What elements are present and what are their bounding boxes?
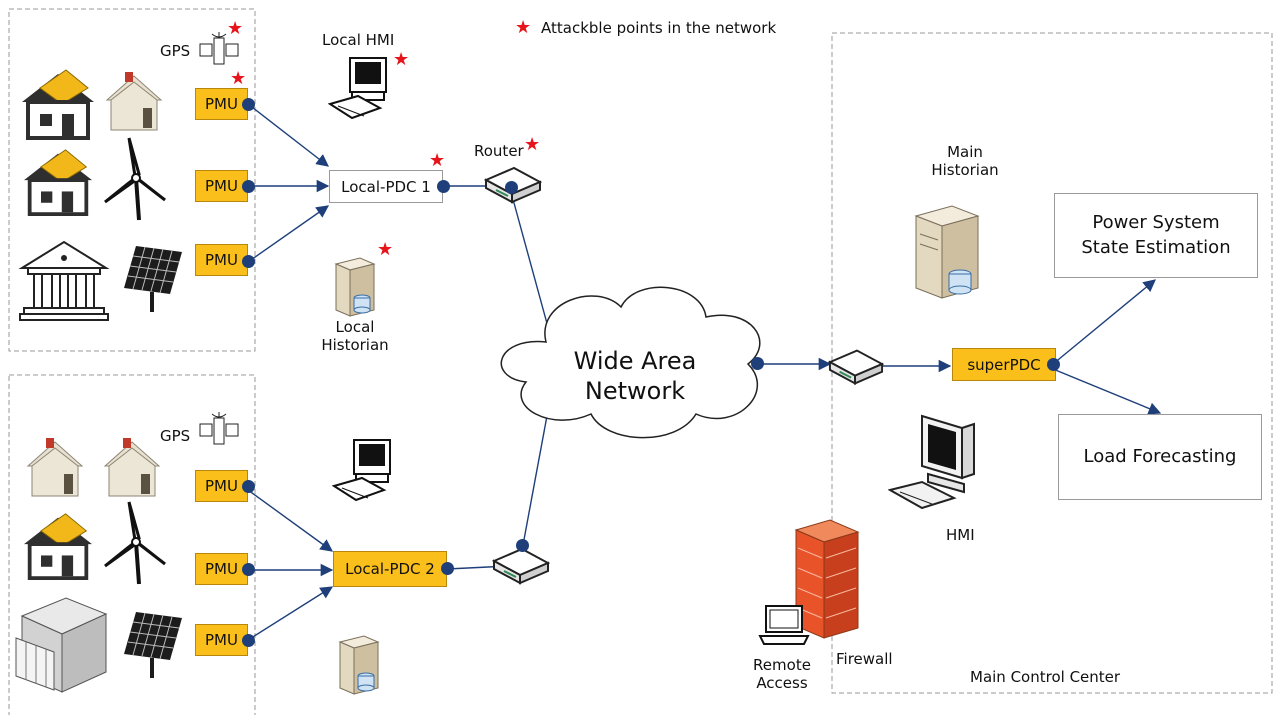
solar-house-icon — [24, 513, 92, 580]
state-estimation-label: Power System State Estimation — [1081, 212, 1231, 258]
attack-star-icon: ★ — [377, 239, 394, 259]
connector-dot — [242, 634, 255, 647]
solar-house-icon — [24, 149, 92, 216]
pmu-site1-1[interactable]: PMU — [195, 88, 248, 120]
state-estimation-box[interactable]: Power System State Estimation — [1054, 193, 1258, 278]
hmi-label: HMI — [946, 526, 975, 544]
connector-dot — [437, 180, 450, 193]
wind-turbine-icon — [104, 501, 166, 585]
laptop-icon — [758, 605, 810, 645]
connector-dot — [242, 180, 255, 193]
firewall-label: Firewall — [836, 650, 893, 668]
local-hmi-label: Local HMI — [322, 31, 395, 49]
load-forecasting-box[interactable]: Load Forecasting — [1058, 414, 1262, 500]
link-pmu4-pdc2 — [247, 489, 334, 552]
main-historian-server-icon — [914, 205, 980, 299]
connector-dot — [441, 562, 454, 575]
superpdc[interactable]: superPDC — [952, 348, 1056, 381]
house-icon — [103, 438, 161, 497]
connector-dot — [242, 480, 255, 493]
local-pdc-1[interactable]: Local-PDC 1 — [329, 170, 443, 203]
remote-access-label: Remote Access — [753, 656, 811, 692]
link-pmu1-pdc1 — [247, 103, 329, 167]
link-superpdc-load-forecast — [1052, 368, 1162, 415]
connector-dot — [1047, 358, 1060, 371]
connector-dot — [516, 539, 529, 552]
link-superpdc-state-est — [1052, 279, 1156, 365]
connector-dot — [242, 98, 255, 111]
attack-star-icon: ★ — [393, 49, 410, 69]
pmu-site2-1[interactable]: PMU — [195, 470, 248, 502]
local-pdc-2[interactable]: Local-PDC 2 — [333, 551, 447, 587]
wan-label: Wide Area Network — [573, 347, 697, 405]
solar-panel-icon — [124, 612, 182, 678]
main-historian-label: Main Historian — [931, 143, 999, 179]
router-label: Router — [474, 142, 524, 160]
house-icon — [26, 438, 84, 497]
wan-cloud-icon — [500, 286, 761, 439]
gps-label-site2: GPS — [160, 427, 191, 445]
commercial-building-icon — [15, 597, 108, 693]
attack-star-icon: ★ — [429, 150, 446, 170]
hmi-workstation-icon — [888, 414, 975, 510]
house-icon — [105, 72, 163, 131]
link-pmu6-pdc2 — [247, 586, 334, 641]
legend-text: Attackble points in the network — [541, 19, 777, 37]
solar-house-icon — [22, 69, 94, 140]
connector-dot — [242, 255, 255, 268]
pmu-site2-2[interactable]: PMU — [195, 553, 248, 585]
attack-star-icon: ★ — [227, 18, 244, 38]
gps-satellite-icon — [199, 412, 239, 445]
link-pmu3-pdc1 — [247, 205, 330, 263]
router-icon — [492, 547, 550, 585]
control-center-region — [831, 32, 1273, 694]
connector-dot — [505, 181, 518, 194]
site1-region — [8, 8, 256, 352]
router-icon — [828, 349, 884, 385]
pmu-site1-3[interactable]: PMU — [195, 244, 248, 276]
attack-star-icon: ★ — [524, 134, 541, 154]
historian-server-icon — [338, 635, 380, 695]
connector-dot — [751, 357, 764, 370]
solar-panel-icon — [124, 246, 182, 312]
connector-dot — [242, 563, 255, 576]
legend-star-icon: ★ — [515, 17, 532, 37]
local-historian-label: Local Historian — [321, 318, 389, 354]
workstation-icon — [332, 439, 391, 502]
wind-turbine-icon — [104, 137, 166, 221]
historian-server-icon — [334, 257, 376, 317]
site2-region — [8, 374, 256, 715]
attack-star-icon: ★ — [230, 68, 247, 88]
gps-satellite-icon — [199, 32, 239, 65]
control-center-title: Main Control Center — [970, 668, 1121, 686]
pmu-site1-2[interactable]: PMU — [195, 170, 248, 202]
gps-label-site1: GPS — [160, 42, 191, 60]
university-building-icon — [18, 240, 110, 321]
pmu-site2-3[interactable]: PMU — [195, 624, 248, 656]
workstation-icon — [328, 57, 387, 120]
